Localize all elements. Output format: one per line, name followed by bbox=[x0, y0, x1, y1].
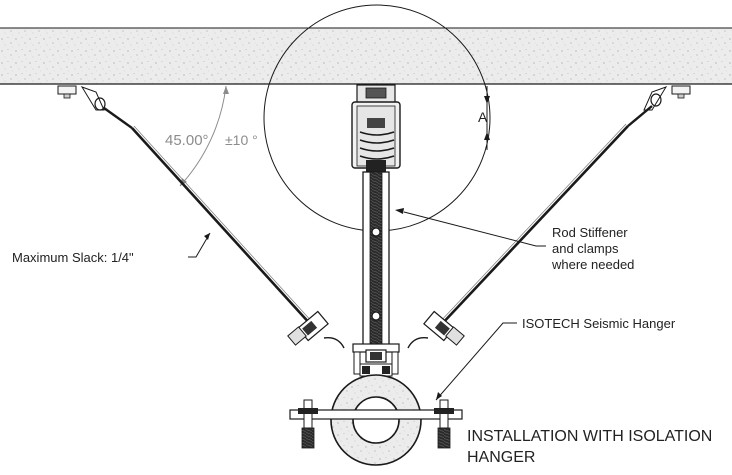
ceiling-slab bbox=[0, 27, 732, 85]
left-cable-clip bbox=[287, 310, 345, 349]
left-cable-assembly bbox=[57, 85, 315, 327]
slack-label: Maximum Slack: 1/4" bbox=[12, 250, 134, 265]
detail-marker-label: A bbox=[478, 109, 488, 125]
right-cable-assembly bbox=[437, 85, 691, 327]
tolerance-label: ±10 ° bbox=[225, 132, 258, 148]
pipe-clevis bbox=[352, 343, 400, 377]
support-bracket bbox=[289, 399, 463, 449]
rod-stiffener bbox=[362, 171, 390, 347]
leader-lines bbox=[188, 208, 546, 401]
stiffener-label-3: where needed bbox=[551, 257, 634, 272]
caption-line-1: INSTALLATION WITH ISOLATION bbox=[467, 428, 712, 445]
spring-isolator bbox=[351, 84, 401, 172]
caption-line-2: HANGER bbox=[467, 449, 535, 466]
angle-label: 45.00° bbox=[165, 132, 209, 149]
insulated-pipe bbox=[330, 374, 422, 466]
right-cable-clip bbox=[407, 310, 465, 349]
stiffener-label-2: and clamps bbox=[552, 241, 619, 256]
hanger-label: ISOTECH Seismic Hanger bbox=[522, 316, 676, 331]
stiffener-label-1: Rod Stiffener bbox=[552, 225, 628, 240]
